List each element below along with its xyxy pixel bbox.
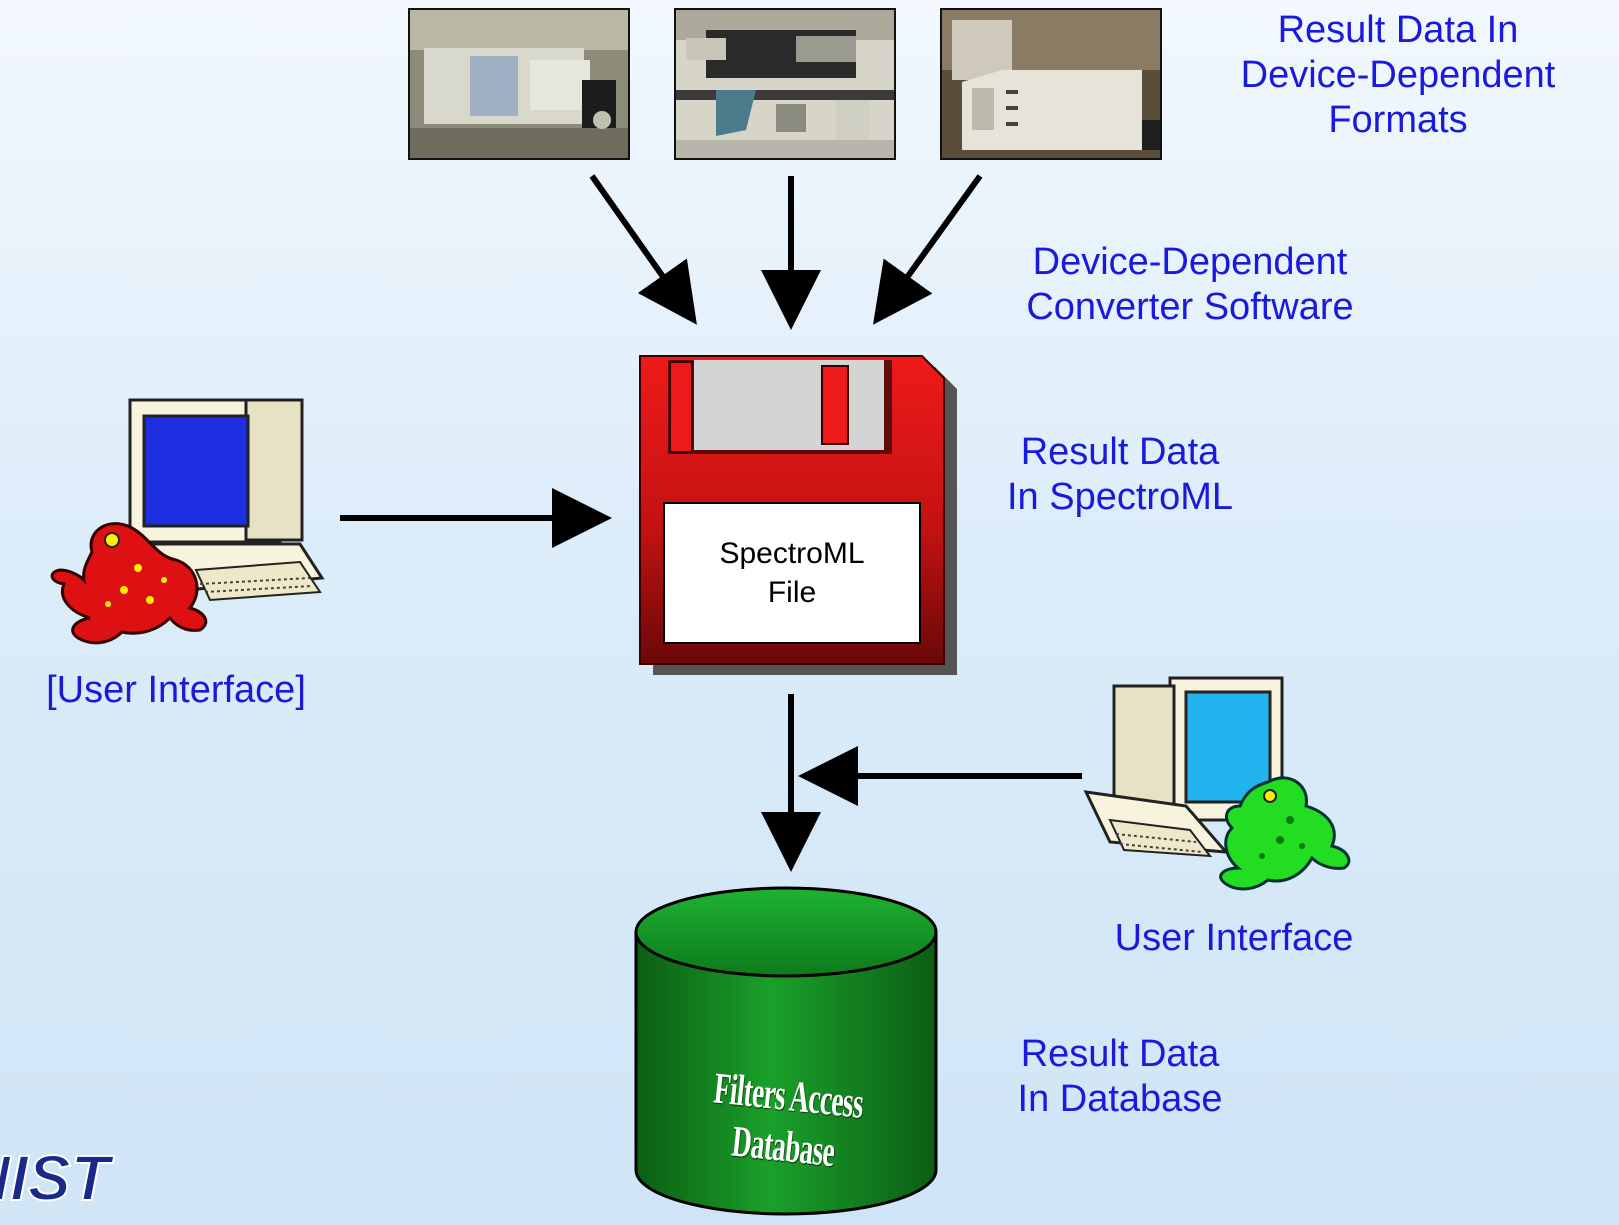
label-user-interface-left: [User Interface] [46, 669, 306, 711]
label-line: Result Data In [1277, 9, 1519, 51]
label-result-device-formats: Result Data In Device-Dependent Formats [1192, 8, 1604, 142]
label-line: Converter Software [1026, 285, 1354, 328]
label-user-interface-right: User Interface [1114, 917, 1354, 959]
label-line: Result Data [1020, 1033, 1220, 1075]
computer-frog-icon-left [50, 398, 325, 645]
label-converter-software: Device-Dependent Converter Software [960, 240, 1420, 330]
svg-text:NIST: NIST [0, 1142, 115, 1214]
label-line: In Database [1017, 1077, 1223, 1120]
floppy-label-line1: SpectroML [719, 537, 865, 570]
arrow-photo1-to-floppy [589, 174, 697, 325]
database-label: Filters Access Database [711, 1063, 866, 1177]
laboratory-photo [674, 8, 896, 160]
label-line: In SpectroML [1007, 475, 1233, 518]
database-cylinder-icon [634, 886, 938, 1216]
floppy-label-line2: File [767, 576, 817, 609]
label-line: Device-Dependent [1240, 53, 1556, 96]
arrow-photo3-to-floppy [872, 174, 983, 325]
spectrometer-photo [408, 8, 630, 160]
label-line: Result Data [1020, 431, 1220, 473]
label-line: Formats [1328, 98, 1468, 141]
instrument-photo [940, 8, 1162, 160]
computer-frog-icon-right [1083, 676, 1351, 891]
nist-logo-icon: NIST [0, 1141, 116, 1215]
floppy-disk-icon [639, 355, 957, 675]
label-result-database: Result Data In Database [960, 1032, 1280, 1122]
label-result-spectroml: Result Data In SpectroML [960, 430, 1280, 520]
label-line: Device-Dependent [1032, 241, 1348, 283]
floppy-label: SpectroML File [664, 503, 920, 643]
